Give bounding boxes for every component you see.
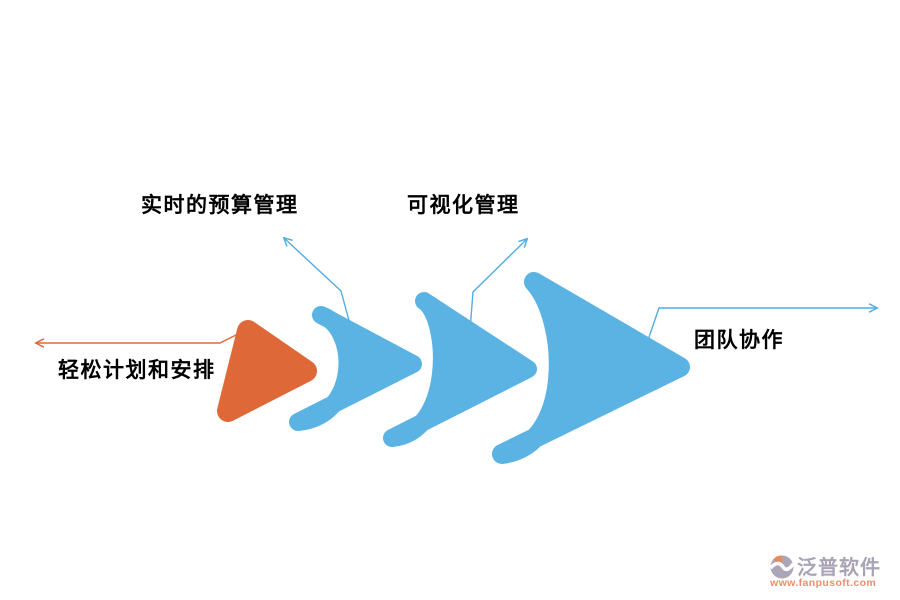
leader-line-team (647, 308, 877, 341)
label-team-collaboration: 团队协作 (694, 329, 784, 352)
watermark: 泛普软件 (769, 551, 881, 580)
leader-line-budget (284, 238, 352, 329)
chevron-shape-medium (383, 292, 537, 447)
triangle-arrow-shape (217, 320, 317, 422)
label-easy-planning: 轻松计划和安排 (58, 359, 216, 382)
leader-line-visual (469, 239, 527, 331)
leader-line-plan (36, 330, 245, 343)
fanpu-logo-icon (769, 554, 795, 578)
watermark-brand-text: 泛普软件 (797, 557, 881, 579)
chevron-shape-large (492, 272, 690, 464)
label-visual-management: 可视化管理 (407, 194, 520, 217)
watermark-url-text: www.fanpusoft.com (770, 577, 877, 589)
chevron-shape-small (289, 306, 422, 431)
label-realtime-budget: 实时的预算管理 (141, 194, 299, 217)
